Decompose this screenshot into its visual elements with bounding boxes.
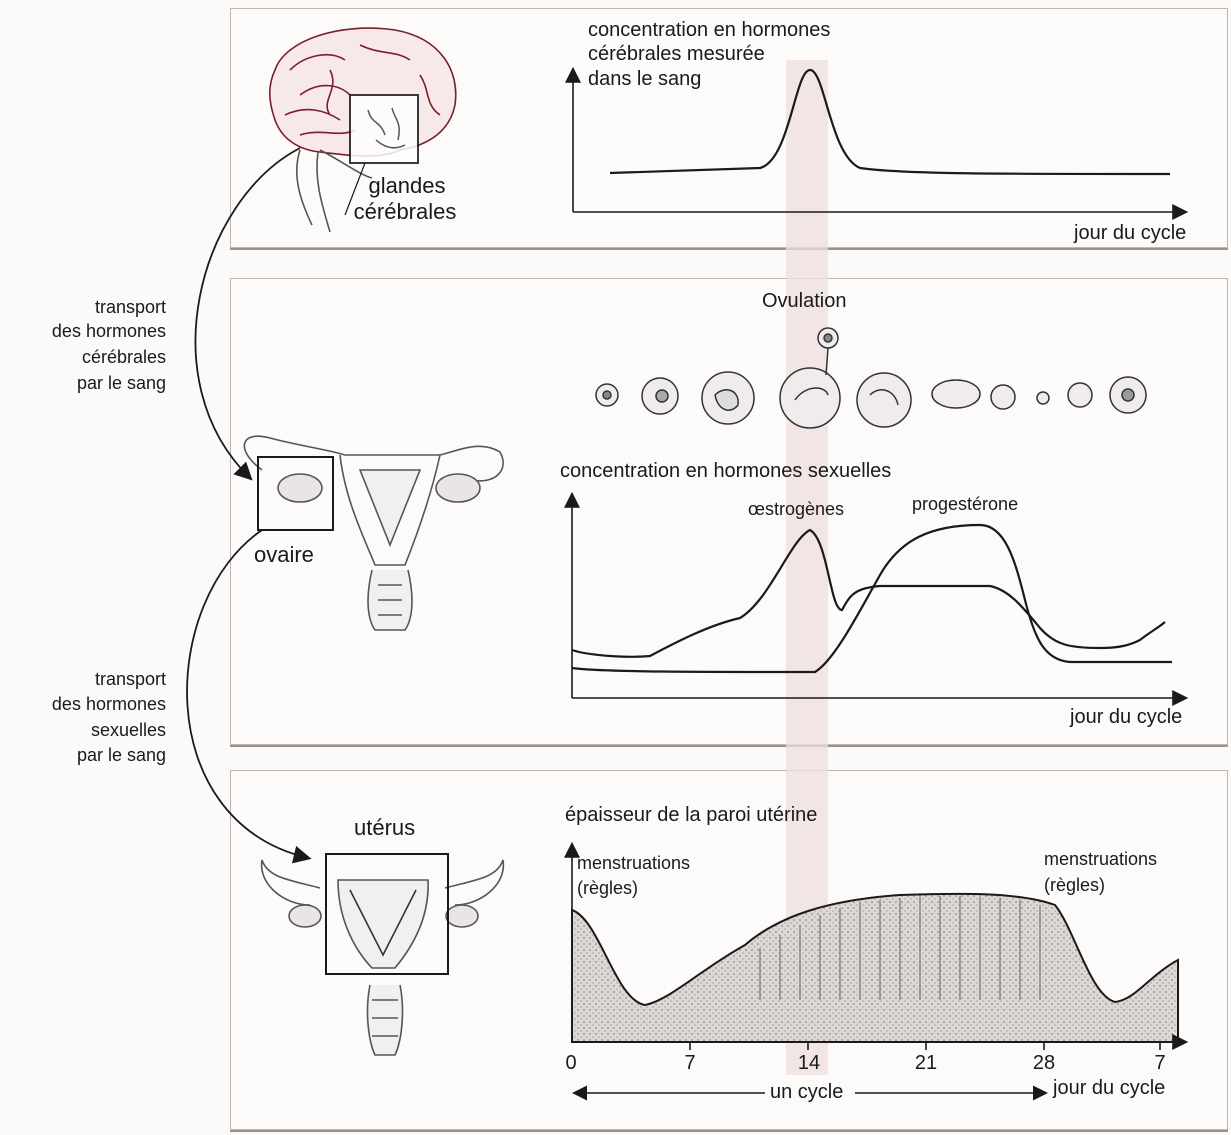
annotation-brain-to-ovary-4: par le sang	[10, 372, 166, 394]
annotation-brain-to-ovary-1: transport	[10, 296, 166, 318]
ovulation-label: Ovulation	[762, 290, 847, 313]
x-tick-0: 0	[556, 1052, 586, 1075]
annotation-ovary-to-uterus-4: par le sang	[10, 744, 166, 766]
ovary-label: ovaire	[254, 543, 314, 567]
x-tick-7: 7	[675, 1052, 705, 1075]
sex-hormone-x-label: jour du cycle	[1070, 706, 1182, 729]
annotation-brain-to-ovary-2: des hormones	[10, 320, 166, 342]
menses-right-2: (règles)	[1044, 874, 1105, 896]
uterine-wall-area	[572, 894, 1178, 1042]
uterus-x-label: jour du cycle	[1053, 1077, 1165, 1100]
uterine-chart-title: épaisseur de la paroi utérine	[565, 804, 817, 827]
brain-chart-title-2: cérébrales mesurée	[588, 43, 765, 66]
menses-right-1: menstruations	[1044, 848, 1157, 870]
brain-label-line1: glandes	[352, 174, 462, 198]
arrow-brain-to-ovary	[195, 148, 300, 478]
brain-glands-box	[350, 95, 418, 163]
uterus-label: utérus	[354, 816, 415, 840]
menses-left-1: menstruations	[577, 852, 690, 874]
estrogen-label: œstrogènes	[748, 498, 844, 520]
annotation-ovary-to-uterus-1: transport	[10, 668, 166, 690]
annotation-ovary-to-uterus-3: sexuelles	[10, 719, 166, 741]
brain-hormone-axes	[573, 70, 1185, 212]
ovary-illustration	[244, 436, 503, 630]
menses-left-2: (règles)	[577, 877, 638, 899]
x-tick-28: 28	[1026, 1052, 1062, 1075]
arrow-ovary-to-uterus	[187, 530, 308, 858]
uterus-illustration	[262, 860, 504, 1055]
sex-hormone-chart-title: concentration en hormones sexuelles	[560, 460, 891, 483]
follicle-row	[596, 328, 1146, 428]
cycle-label: un cycle	[770, 1081, 843, 1104]
brain-chart-title-1: concentration en hormones	[588, 19, 830, 42]
annotation-brain-to-ovary-3: cérébrales	[10, 346, 166, 368]
x-tick-14: 14	[791, 1052, 827, 1075]
x-tick-7-next: 7	[1145, 1052, 1175, 1075]
sex-hormone-axes	[572, 495, 1185, 698]
x-tick-21: 21	[908, 1052, 944, 1075]
progesterone-label: progestérone	[912, 493, 1018, 515]
brain-label-line2: cérébrales	[340, 200, 470, 224]
annotation-ovary-to-uterus-2: des hormones	[10, 693, 166, 715]
brain-chart-title-3: dans le sang	[588, 68, 701, 91]
brain-chart-x-label: jour du cycle	[1074, 222, 1186, 245]
